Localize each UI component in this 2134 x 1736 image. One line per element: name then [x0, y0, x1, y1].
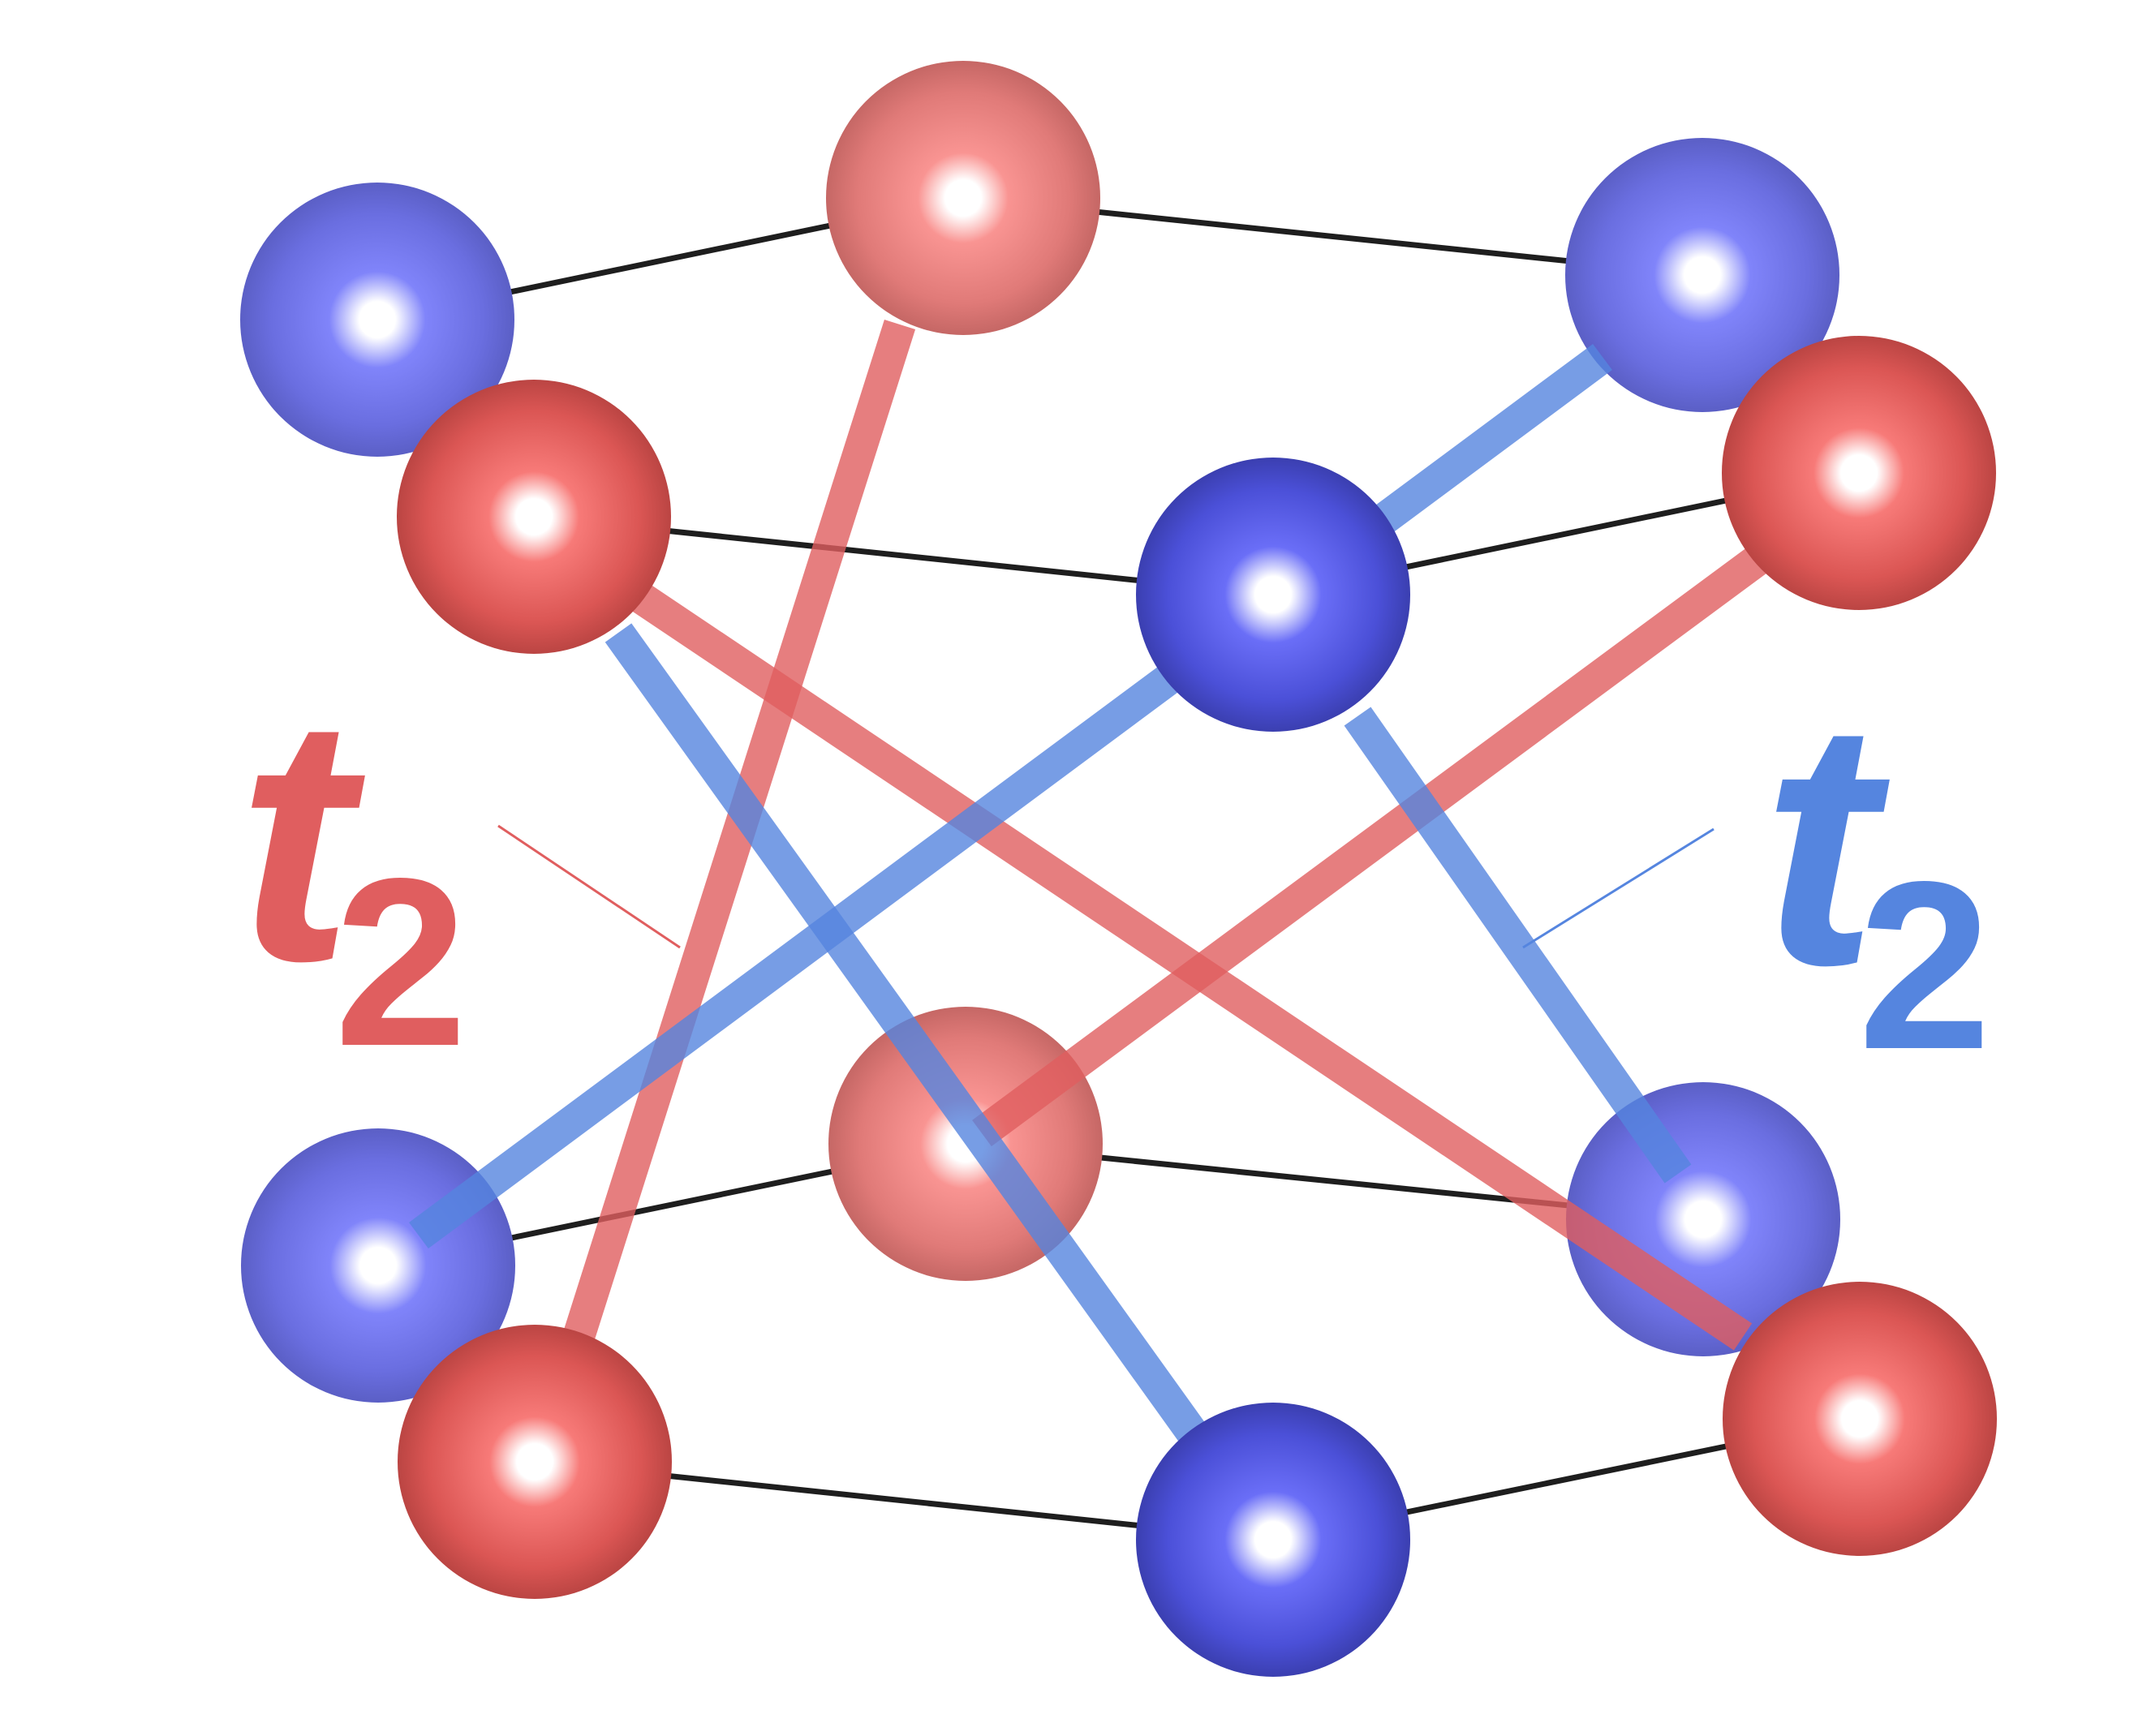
front-layer-spheres: [397, 336, 1997, 1677]
bond-blue-t2-c: [1344, 707, 1692, 1184]
label-t2-red-sub: 2: [334, 828, 467, 1096]
bond-blue-t2-b: [409, 343, 1612, 1249]
label-t2-blue-main: t: [1762, 649, 1892, 1038]
label-t2-red-main: t: [237, 645, 368, 1034]
label-t2-red: t 2: [237, 645, 467, 1096]
bond-blue-t2-a: [604, 623, 1207, 1443]
sphere-red-lower-right: [1723, 1282, 1997, 1556]
label-t2-blue: t 2: [1762, 649, 1991, 1099]
sphere-red-upper-right: [1722, 336, 1996, 610]
sphere-blue-bottom-right: [1566, 1082, 1840, 1356]
label-leader-lines: [497, 824, 1715, 949]
sphere-red-lower-left: [398, 1325, 672, 1599]
back-layer-spheres: [240, 61, 1840, 1403]
sphere-blue-top-left: [240, 183, 514, 457]
sphere-red-upper-left: [397, 380, 671, 654]
leader-line-blue: [1522, 827, 1715, 949]
label-t2-blue-sub: 2: [1858, 831, 1991, 1099]
leader-line-red: [497, 824, 681, 949]
t2-hopping-bonds: [409, 319, 1783, 1443]
sphere-blue-upper-center: [1136, 458, 1410, 732]
sphere-blue-lower-center: [1136, 1403, 1410, 1677]
sphere-blue-top-right: [1565, 138, 1839, 412]
sphere-pink-top-center: [826, 61, 1100, 335]
bond-red-t2-c: [972, 535, 1783, 1147]
